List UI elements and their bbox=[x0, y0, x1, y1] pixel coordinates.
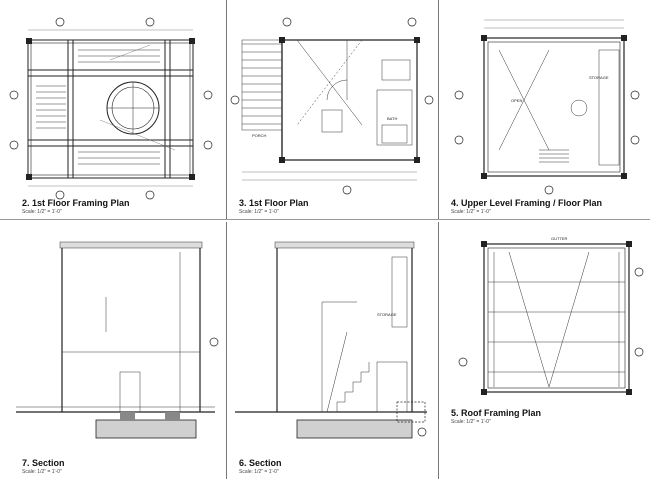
panel-title: 2. 1st Floor Framing Plan bbox=[22, 198, 130, 208]
section-7-drawing bbox=[16, 241, 219, 439]
panel-scale: Scale: 1/2" = 1'-0" bbox=[451, 419, 491, 425]
panel-first-floor-plan: PORCH BATH 3. 1st Floor Plan Scale: 1/2"… bbox=[227, 0, 437, 218]
panel-title: 7. Section bbox=[22, 458, 65, 468]
upper-plan-drawing bbox=[454, 19, 640, 195]
panel-first-floor-framing-plan: 2. 1st Floor Framing Plan Scale: 1/2" = … bbox=[0, 0, 225, 218]
panel-title: 3. 1st Floor Plan bbox=[239, 198, 309, 208]
sheet-divider-v3 bbox=[226, 222, 227, 479]
panel-scale: Scale: 1/2" = 1'-0" bbox=[239, 209, 279, 215]
sheet-divider-v4 bbox=[438, 222, 439, 479]
label-storage: STORAGE bbox=[589, 75, 609, 80]
floor-plan-drawing bbox=[230, 17, 434, 195]
panel-scale: Scale: 1/2" = 1'-0" bbox=[22, 209, 62, 215]
sheet-divider-v2 bbox=[438, 0, 439, 219]
panel-section-6: STORAGE 6. Section Scale: 1/2" = 1'-0" bbox=[227, 222, 437, 479]
panel-upper-level-plan: OPEN STORAGE 4. Upper Level Framing / Fl… bbox=[439, 0, 650, 218]
roof-plan-drawing bbox=[458, 241, 644, 395]
panel-section-7: 7. Section Scale: 1/2" = 1'-0" bbox=[0, 222, 225, 479]
panel-title: 5. Roof Framing Plan bbox=[451, 408, 542, 418]
panel-scale: Scale: 1/2" = 1'-0" bbox=[451, 209, 491, 215]
label-gutter: GUTTER bbox=[551, 236, 568, 241]
section-6-drawing bbox=[235, 241, 427, 439]
label-porch: PORCH bbox=[252, 133, 267, 138]
label-storage-section: STORAGE bbox=[377, 312, 397, 317]
panel-title: 6. Section bbox=[239, 458, 282, 468]
sheet-divider-horizontal bbox=[0, 219, 650, 220]
framing-plan-drawing bbox=[9, 17, 213, 200]
panel-scale: Scale: 1/2" = 1'-0" bbox=[22, 469, 62, 475]
sheet-divider-v1 bbox=[226, 0, 227, 219]
panel-scale: Scale: 1/2" = 1'-0" bbox=[239, 469, 279, 475]
label-open: OPEN bbox=[511, 98, 523, 103]
label-bath: BATH bbox=[387, 116, 398, 121]
panel-title: 4. Upper Level Framing / Floor Plan bbox=[451, 198, 603, 208]
panel-roof-framing-plan: GUTTER 5. Roof Framing Plan Scale: 1/2" … bbox=[439, 222, 650, 479]
